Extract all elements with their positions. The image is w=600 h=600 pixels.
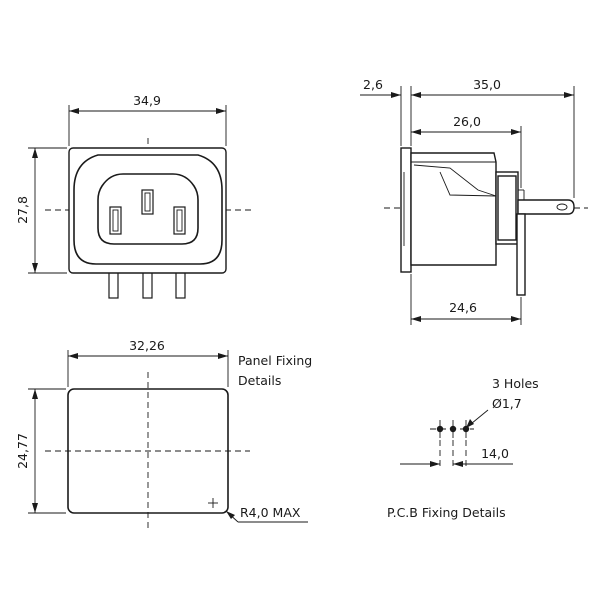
front-pin-right <box>175 271 186 299</box>
contact-slot-left <box>109 206 122 235</box>
pcb-fixing-view: 3 Holes Ø1,7 14,0 P.C.B Fixing Details <box>387 376 539 520</box>
pcb-pitch-arrow-right <box>453 461 463 467</box>
front-height-arrow-bottom <box>32 263 38 273</box>
pcb-title: P.C.B Fixing Details <box>387 505 506 520</box>
contact-slot-right-inner <box>176 209 183 232</box>
radius-label: R4,0 MAX <box>240 505 301 520</box>
pcb-holes-line2: Ø1,7 <box>492 396 522 411</box>
panel-height-arrow-top <box>32 389 38 399</box>
front-width-arrow-right <box>216 108 226 114</box>
side-base-arrow-left <box>411 316 421 322</box>
side-latch-inner <box>439 171 497 197</box>
side-body-label: 26,0 <box>453 114 481 129</box>
side-rear-block-inner <box>497 175 517 241</box>
panel-title-line1: Panel Fixing <box>238 353 312 368</box>
pcb-hole-3 <box>462 425 470 433</box>
side-overall-arrow-right <box>564 92 574 98</box>
front-height-label: 27,8 <box>15 196 30 224</box>
side-view: 2,6 35,0 26,0 24,6 <box>360 77 588 325</box>
panel-width-arrow-left <box>68 353 78 359</box>
contact-slot-earth-inner <box>144 192 151 212</box>
pcb-holes-leader-arrow <box>466 419 474 428</box>
side-pcb-pin <box>516 213 526 296</box>
radius-leader-arrow <box>226 511 235 519</box>
front-pin-left <box>108 271 119 299</box>
panel-title-line2: Details <box>238 373 281 388</box>
side-latch <box>413 164 497 197</box>
pcb-hole-1 <box>436 425 444 433</box>
contact-slot-left-inner <box>112 209 119 232</box>
pcb-hole-2 <box>449 425 457 433</box>
side-front-flange <box>400 147 412 273</box>
front-pin-center <box>142 271 153 299</box>
contact-slot-earth <box>141 189 154 215</box>
side-body-arrow-left <box>411 129 421 135</box>
side-solder-tab-hole <box>556 203 568 211</box>
side-body-arrow-right <box>511 129 521 135</box>
panel-height-label: 24,77 <box>15 433 30 469</box>
side-overall-label: 35,0 <box>473 77 501 92</box>
front-width-arrow-left <box>69 108 79 114</box>
front-height-arrow-top <box>32 148 38 158</box>
front-view: 34,9 27,8 <box>15 93 255 299</box>
front-width-label: 34,9 <box>133 93 161 108</box>
pcb-holes-line1: 3 Holes <box>492 376 539 391</box>
iec-socket-face <box>97 173 199 245</box>
side-base-arrow-right <box>511 316 521 322</box>
panel-cutout-view: 32,26 24,77 R4,0 MAX Panel Fixing Detail… <box>15 338 312 530</box>
side-solder-tab <box>517 199 575 215</box>
side-flange-label: 2,6 <box>363 77 383 92</box>
side-body <box>410 152 497 266</box>
side-base-label: 24,6 <box>449 300 477 315</box>
side-flange-arrow-left <box>391 92 401 98</box>
panel-width-label: 32,26 <box>129 338 165 353</box>
pcb-pitch-arrow-left <box>430 461 440 467</box>
contact-slot-right <box>173 206 186 235</box>
panel-width-arrow-right <box>218 353 228 359</box>
panel-height-arrow-bottom <box>32 503 38 513</box>
front-inner-recess <box>73 154 223 265</box>
pcb-pitch-label: 14,0 <box>481 446 509 461</box>
